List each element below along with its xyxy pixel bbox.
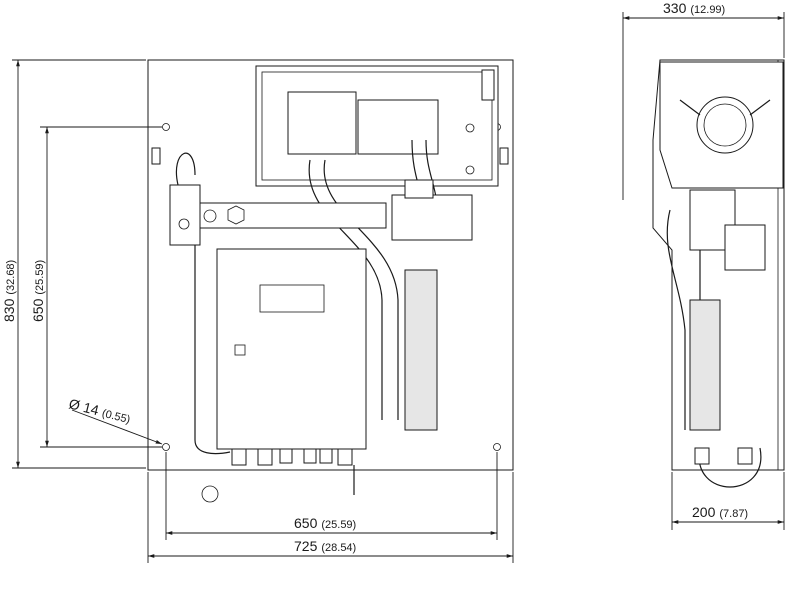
display-window (259, 284, 325, 313)
hose (308, 159, 399, 420)
side-view (652, 59, 785, 488)
junction-box (169, 184, 201, 246)
heated-line-section (696, 96, 754, 154)
front-view (147, 59, 514, 503)
dim-value: 330 (663, 0, 687, 16)
svg-text:830(32.68): 830(32.68) (1, 260, 17, 322)
dim-width-total: 725(28.54) (147, 472, 514, 563)
lock-icon (234, 344, 246, 356)
svg-text:650(25.59): 650(25.59) (30, 260, 46, 322)
control-unit (216, 248, 367, 450)
svg-text:725(28.54): 725(28.54) (294, 538, 356, 554)
heater-block (287, 91, 357, 155)
svg-text:200(7.87): 200(7.87) (692, 504, 748, 520)
svg-text:Ø 14(0.55): Ø 14(0.55) (67, 395, 132, 426)
dim-side-bottom: 200(7.87) (671, 472, 785, 530)
dim-width-mount: 650(25.59) (165, 452, 498, 540)
dim-height-total: 830(32.68) (1, 59, 146, 469)
filter-unit (391, 194, 473, 241)
support-arm (195, 202, 387, 229)
dim-side-depth: 330(12.99) (622, 0, 785, 200)
dim-height-mount: 650(25.59) (30, 126, 162, 448)
svg-text:650(25.59): 650(25.59) (294, 515, 356, 531)
cable-glands (231, 448, 353, 466)
svg-text:330(12.99): 330(12.99) (663, 0, 725, 16)
probe-tube (404, 269, 438, 431)
